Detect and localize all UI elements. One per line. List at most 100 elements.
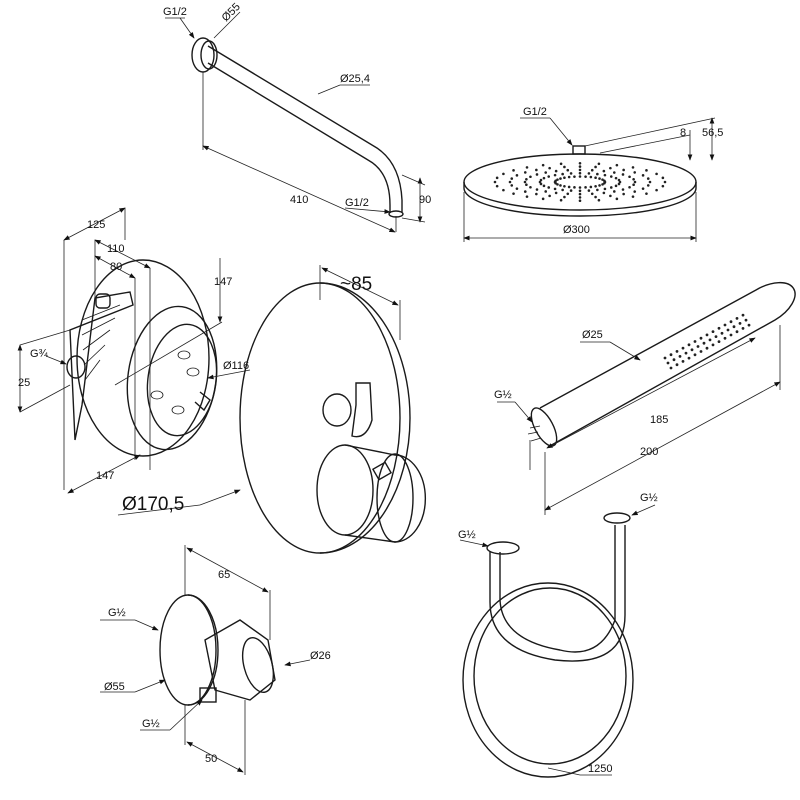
hose-length-label: 1250	[588, 763, 612, 775]
nozzle-dot	[602, 169, 606, 173]
nozzle-dot	[567, 185, 571, 189]
nozzle-dot	[561, 172, 564, 176]
nozzle-dot	[628, 175, 631, 179]
nozzle-dot	[512, 192, 515, 195]
valve-height-label: 147	[214, 276, 232, 288]
nozzle-dot	[512, 169, 515, 172]
nozzle-dot	[544, 190, 548, 193]
nozzle-dot	[567, 175, 571, 179]
nozzle-dot	[622, 168, 625, 172]
hose-thread-left-label: G½	[458, 529, 476, 541]
hand-body-length-label: 185	[650, 414, 668, 426]
hand-nozzle-dot	[693, 340, 697, 343]
nozzle-dot	[554, 191, 558, 195]
nozzle-dot	[597, 162, 601, 166]
nozzle-dot	[578, 186, 582, 189]
thermostat-plate-dia-label: Ø170,5	[122, 494, 184, 515]
nozzle-dot	[587, 189, 591, 192]
nozzle-dot	[578, 175, 582, 178]
nozzle-dot	[559, 177, 562, 180]
nozzle-dot	[569, 172, 573, 175]
nozzle-dot	[618, 180, 622, 184]
nozzle-dot	[578, 162, 582, 165]
hand-nozzle-dot	[699, 336, 703, 340]
nozzle-dot	[525, 166, 529, 169]
hand-nozzle-dot	[702, 341, 706, 345]
nozzle-dot	[539, 182, 543, 186]
nozzle-dot	[556, 178, 559, 181]
nozzle-dot	[596, 172, 599, 176]
shower-hose: G½ G½ 1250	[458, 492, 658, 778]
nozzle-dot	[542, 184, 546, 188]
arm-length-label: 410	[290, 194, 308, 206]
nozzle-dot	[609, 186, 613, 189]
valve-depth-mid-label: 110	[107, 243, 125, 255]
nozzle-dot	[609, 175, 613, 178]
nozzle-dot	[495, 176, 499, 180]
nozzle-dot	[573, 186, 576, 189]
hand-nozzle-dot	[723, 336, 727, 340]
nozzle-dot	[547, 175, 551, 178]
hand-nozzle-dot	[672, 358, 676, 362]
hand-nozzle-dot	[705, 346, 709, 350]
nozzle-dot	[510, 177, 514, 180]
hand-nozzle-dot	[708, 338, 712, 342]
nozzle-dot	[631, 166, 635, 169]
nozzle-dot	[632, 183, 635, 186]
hand-nozzle-dot	[741, 327, 745, 330]
nozzle-dot	[523, 180, 527, 184]
nozzle-dot	[603, 181, 606, 185]
nozzle-dot	[556, 183, 559, 186]
hand-shower: Ø25 G½ 185 200	[494, 281, 796, 515]
hand-nozzle-dot	[666, 361, 670, 365]
nozzle-dot	[663, 180, 667, 184]
nozzle-dot	[578, 196, 582, 199]
hand-total-length-label: 200	[640, 446, 658, 458]
hand-nozzle-dot	[729, 320, 733, 324]
nozzle-dot	[594, 195, 597, 199]
nozzle-dot	[621, 173, 625, 176]
hand-nozzle-dot	[711, 343, 715, 347]
hand-nozzle-dot	[720, 331, 724, 335]
nozzle-dot	[493, 180, 497, 184]
nozzle-dot	[632, 178, 635, 181]
hand-nozzle-dot	[732, 325, 736, 329]
nozzle-dot	[529, 175, 532, 179]
nozzle-dot	[502, 172, 505, 176]
head-height-label: 56,5	[702, 127, 723, 139]
hand-nozzle-dot	[684, 351, 688, 355]
nozzle-dot	[594, 165, 597, 169]
hand-nozzle-dot	[675, 350, 679, 353]
nozzle-dot	[566, 168, 570, 172]
nozzle-dot	[559, 162, 563, 166]
nozzle-dot	[594, 185, 597, 188]
valve-cartridge-dia-label: Ø116	[223, 360, 249, 372]
nozzle-dot	[641, 187, 645, 190]
nozzle-dot	[563, 165, 566, 169]
nozzle-dot	[603, 173, 607, 177]
nozzle-dot	[589, 185, 593, 189]
outlet-dia-label: Ø26	[310, 650, 331, 662]
hand-nozzle-dot	[735, 317, 739, 320]
nozzle-dot	[539, 178, 543, 182]
nozzle-dot	[587, 172, 591, 175]
head-diameter-label: Ø300	[563, 224, 590, 236]
nozzle-dot	[525, 178, 528, 181]
head-thread-label: G1/2	[523, 106, 547, 118]
nozzle-dot	[641, 174, 645, 177]
nozzle-dot	[646, 184, 650, 187]
thermostat-projection-label: ~85	[340, 274, 372, 295]
nozzle-dot	[648, 180, 652, 184]
hand-nozzle-dot	[747, 323, 751, 327]
hand-nozzle-dot	[723, 323, 727, 327]
shower-arm: G1/2 Ø55 Ø25,4 410 G1/2 90	[163, 1, 431, 233]
outlet-thread-out-label: G½	[142, 718, 160, 730]
hand-nozzle-dot	[714, 335, 718, 338]
hand-diameter-label: Ø25	[582, 329, 603, 341]
nozzle-dot	[535, 188, 539, 191]
hand-nozzle-dot	[726, 328, 730, 332]
nozzle-dot	[631, 195, 635, 198]
arm-flange-dia-label: Ø55	[220, 1, 243, 24]
